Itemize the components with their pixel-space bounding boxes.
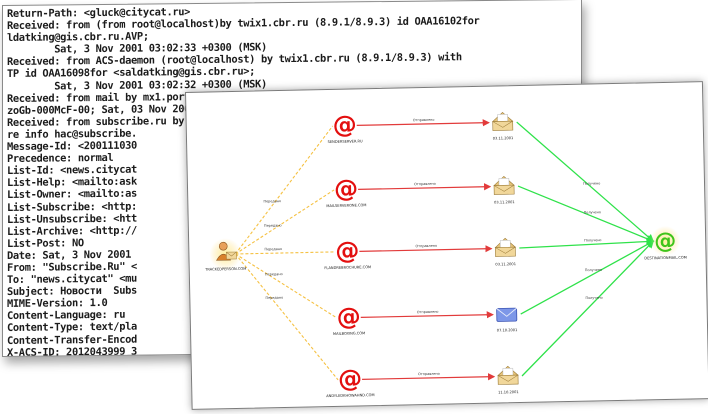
person-with-envelope-icon xyxy=(216,241,237,261)
edge-message-to-target xyxy=(520,240,655,315)
source-glow xyxy=(209,238,242,271)
open-envelope-icon xyxy=(494,237,517,257)
open-envelope-icon xyxy=(491,111,514,131)
edge-label-message: Получено xyxy=(585,268,602,272)
edge-source-to-server xyxy=(235,251,336,255)
server-label: MAILBOXING.COM xyxy=(333,331,365,336)
edge-label-message: Получено xyxy=(583,181,600,185)
edge-source-to-server xyxy=(234,253,339,381)
route-graph: ПереданоОтправленоПолученоПереданоОтправ… xyxy=(203,110,687,398)
message-date-label: 03.11.2001 xyxy=(495,262,516,266)
edge-label-server: Отправлено xyxy=(417,310,439,314)
edge-message-to-target xyxy=(516,121,655,243)
server-label: MAILSERVERONE.COM xyxy=(326,203,366,208)
edge-label-source: Передано xyxy=(263,199,281,203)
at-sign-icon: @ xyxy=(336,302,361,330)
open-envelope-icon xyxy=(497,365,519,385)
at-sign-icon: @ xyxy=(654,229,677,254)
edge-source-to-server xyxy=(235,189,335,255)
edge-source-to-server xyxy=(234,125,334,255)
edge-server-to-message xyxy=(356,119,490,127)
source-node[interactable]: TRACKEDPERSON.COM xyxy=(203,238,246,272)
message-node[interactable]: 03.11.2001 xyxy=(491,111,514,141)
edge-layer: ПереданоОтправленоПолученоПереданоОтправ… xyxy=(234,118,655,381)
edge-label-server: Отправлено xyxy=(414,182,436,186)
message-date-label: 03.11.2001 xyxy=(494,200,515,204)
at-sign-icon: @ xyxy=(334,174,359,202)
server-node[interactable]: @FLANDREBROCHURE.COM xyxy=(324,236,372,270)
at-sign-icon: @ xyxy=(338,364,363,392)
edge-server-to-message xyxy=(358,183,492,191)
server-node[interactable]: @ANDYLEDKHOWAHND.COM xyxy=(326,364,375,398)
at-sign-icon: @ xyxy=(335,236,360,264)
edge-message-to-target xyxy=(521,240,655,377)
edge-label-message: Получено xyxy=(584,210,601,214)
edge-server-to-message xyxy=(362,373,496,381)
message-date-label: 03.11.2001 xyxy=(493,136,514,140)
edge-source-to-server xyxy=(235,253,338,319)
node-layer: @SENDERSERVER.RU03.11.2001@MAILSERVERONE… xyxy=(203,110,687,398)
edge-message-to-target xyxy=(517,185,655,243)
edge-server-to-message xyxy=(359,245,493,253)
edge-label-source: Передано xyxy=(264,223,282,227)
edge-label-source: Передано xyxy=(265,272,283,276)
edge-label-source: Передано xyxy=(265,296,283,300)
edge-server-to-message xyxy=(360,311,494,319)
edge-label-server: Отправлено xyxy=(415,244,437,248)
edge-label-source: Передано xyxy=(264,247,282,251)
server-label: SENDERSERVER.RU xyxy=(328,139,363,144)
message-node[interactable]: 03.11.2001 xyxy=(493,175,515,205)
server-label: ANDYLEDKHOWAHND.COM xyxy=(326,393,374,398)
server-node[interactable]: @SENDERSERVER.RU xyxy=(327,110,363,144)
at-sign-icon: @ xyxy=(332,110,357,138)
edge-message-to-target xyxy=(519,237,655,249)
target-label: DESTINATIONMAIL.COM xyxy=(644,256,686,261)
target-node[interactable]: @ DESTINATIONMAIL.COM xyxy=(644,225,687,261)
edge-label-message: Получено xyxy=(584,238,601,242)
closed-envelope-icon xyxy=(496,307,518,322)
server-node[interactable]: @MAILBOXING.COM xyxy=(332,302,365,336)
message-date-label: 07.10.2001 xyxy=(497,328,518,332)
message-node[interactable]: 07.10.2001 xyxy=(496,307,518,333)
target-glow xyxy=(650,225,681,256)
open-envelope-icon xyxy=(493,175,515,195)
message-node[interactable]: 11.10.2001 xyxy=(497,365,519,395)
message-date-label: 11.10.2001 xyxy=(498,390,519,394)
edge-label-server: Отправлено xyxy=(413,118,435,122)
server-label: FLANDREBROCHURE.COM xyxy=(324,265,371,270)
server-node[interactable]: @MAILSERVERONE.COM xyxy=(326,174,367,208)
edge-label-message: Получено xyxy=(585,296,602,300)
edge-label-server: Отправлено xyxy=(418,372,440,376)
message-node[interactable]: 03.11.2001 xyxy=(494,237,517,267)
source-label: TRACKEDPERSON.COM xyxy=(204,267,246,272)
